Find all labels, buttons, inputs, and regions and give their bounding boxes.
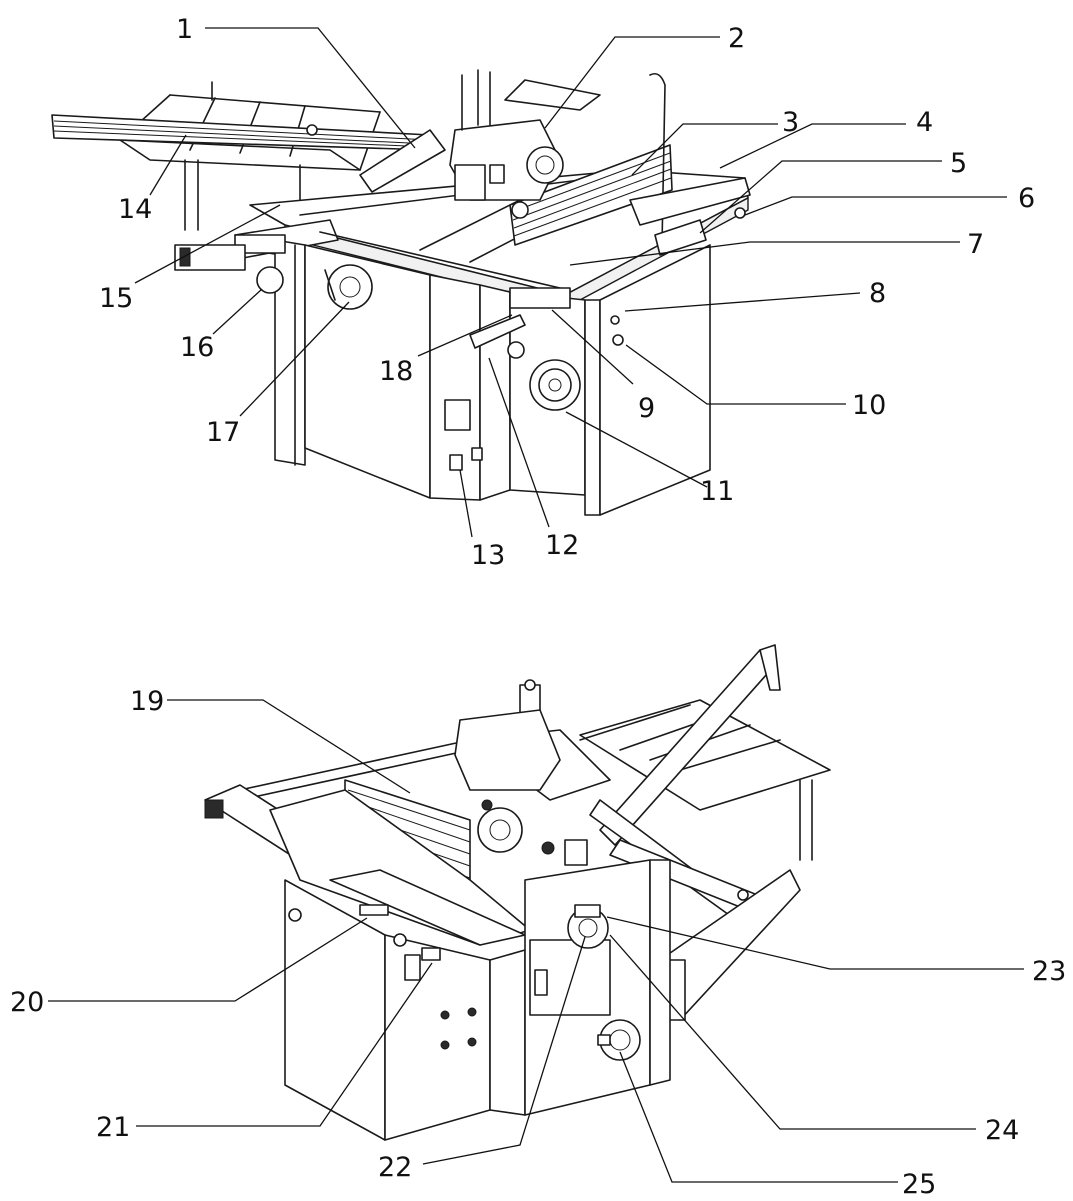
- leader-19: [167, 699, 411, 794]
- cabinet: [274, 239, 711, 516]
- machine-rear-view: [204, 644, 831, 1141]
- callout-18: 18: [379, 356, 413, 387]
- leader-13: [459, 469, 473, 538]
- leader-8: [624, 292, 861, 312]
- leader-1: [205, 27, 416, 149]
- leader-14: [149, 134, 187, 196]
- leader-16: [212, 288, 263, 335]
- leader-5: [699, 160, 942, 234]
- callout-19: 19: [130, 686, 164, 717]
- callout-15: 15: [99, 283, 133, 314]
- machine-front-view: [51, 69, 751, 516]
- callout-4: 4: [916, 107, 933, 138]
- leader-lines: [48, 27, 1024, 1183]
- leader-25: [619, 1051, 898, 1183]
- callout-numbers: 1 2 3 4 5 6 7 8 9 10 11 12 13 14 15 16 1…: [10, 14, 1066, 1200]
- rear-cabinet: [284, 859, 671, 1141]
- controls-front: [174, 234, 624, 471]
- callout-9: 9: [638, 393, 655, 424]
- callout-22: 22: [378, 1152, 412, 1183]
- callout-20: 20: [10, 987, 44, 1018]
- leader-21: [136, 962, 433, 1127]
- leader-18: [417, 314, 513, 357]
- callout-5: 5: [950, 148, 967, 179]
- callout-11: 11: [700, 476, 734, 507]
- crosscut-fence: [51, 114, 446, 193]
- rear-spindle-housing: [454, 679, 588, 866]
- callout-17: 17: [206, 417, 240, 448]
- leader-23: [606, 916, 1024, 970]
- callout-23: 23: [1032, 956, 1066, 987]
- leader-12: [488, 357, 550, 528]
- callout-25: 25: [902, 1169, 936, 1200]
- callout-12: 12: [545, 530, 579, 561]
- callout-14: 14: [118, 194, 152, 225]
- callout-24: 24: [985, 1115, 1019, 1146]
- leader-10: [625, 344, 846, 405]
- callout-13: 13: [471, 540, 505, 571]
- spindle-housing: [449, 69, 666, 246]
- callout-7: 7: [967, 229, 984, 260]
- shaper-fence: [509, 144, 673, 246]
- callout-21: 21: [96, 1112, 130, 1143]
- callout-16: 16: [180, 332, 214, 363]
- leader-3: [631, 123, 778, 176]
- leader-20: [48, 917, 368, 1002]
- callout-1: 1: [176, 14, 193, 45]
- leader-2: [544, 36, 720, 129]
- callout-10: 10: [852, 390, 886, 421]
- leader-11: [565, 411, 708, 488]
- callout-2: 2: [728, 23, 745, 54]
- leader-9: [551, 309, 634, 385]
- leader-22: [422, 936, 586, 1165]
- callout-3: 3: [782, 107, 799, 138]
- leader-7: [569, 241, 960, 266]
- leader-17: [239, 301, 350, 417]
- leader-4: [719, 123, 906, 169]
- leader-15: [134, 204, 281, 284]
- leader-6: [744, 196, 1007, 216]
- callout-6: 6: [1018, 183, 1035, 214]
- leader-24: [609, 934, 976, 1130]
- controls-rear: [288, 904, 641, 1061]
- callout-8: 8: [869, 278, 886, 309]
